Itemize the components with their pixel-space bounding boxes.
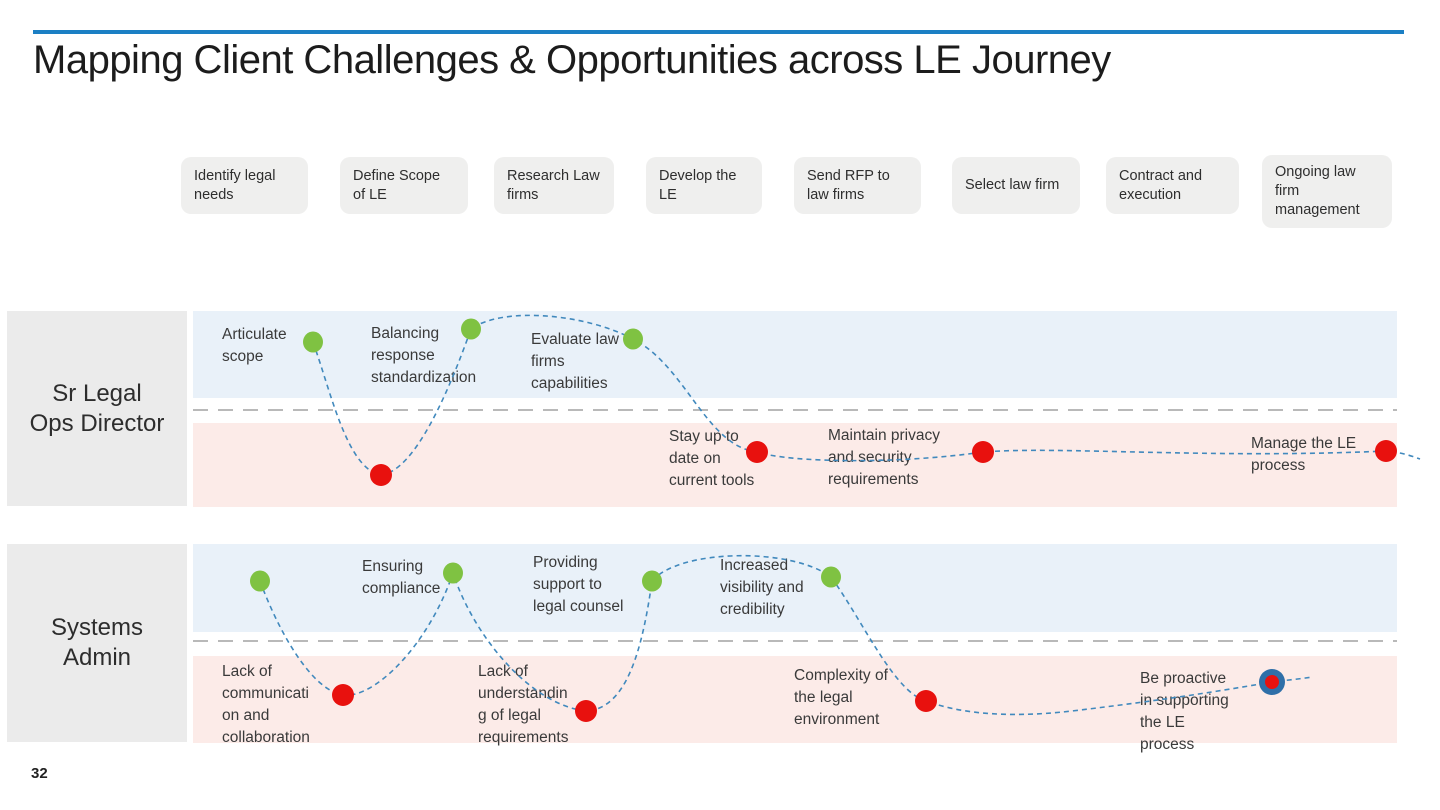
journey-stage-send-rfp: Send RFP to law firms	[794, 157, 921, 214]
lane-title-systems-admin: Systems Admin	[7, 544, 187, 742]
journey-stage-define-scope: Define Scope of LE	[340, 157, 468, 214]
opportunity-band-lane1	[193, 311, 1397, 398]
journey-stage-identify-legal-needs: Identify legal needs	[181, 157, 308, 214]
opportunity-band-lane2	[193, 544, 1397, 632]
challenge-band-lane1	[193, 423, 1397, 507]
challenge-band-lane2	[193, 656, 1397, 743]
journey-stage-ongoing-management: Ongoing law firm management	[1262, 155, 1392, 228]
journey-stage-develop-le: Develop the LE	[646, 157, 762, 214]
lane-title-line: Systems	[50, 614, 143, 641]
journey-stage-contract-execution: Contract and execution	[1106, 157, 1239, 214]
lane-title-line: Admin	[62, 644, 132, 671]
slide-title: Mapping Client Challenges & Opportunitie…	[33, 38, 1111, 82]
accent-line	[33, 30, 1404, 34]
lane-title-line: Sr Legal	[52, 379, 142, 407]
lane-title-sr-legal-ops: Sr Legal Ops Director	[7, 311, 187, 506]
page-number: 32	[31, 765, 48, 782]
lane-title-line: Ops Director	[29, 409, 165, 437]
journey-stage-select-law-firm: Select law firm	[952, 157, 1080, 214]
journey-stage-research-law-firms: Research Law firms	[494, 157, 614, 214]
